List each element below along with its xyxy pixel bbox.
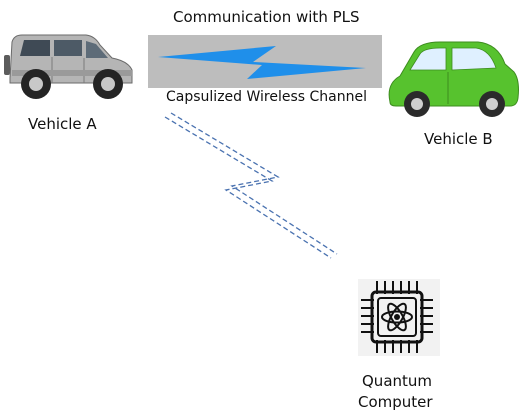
lightning-bolt-icon: [158, 46, 366, 79]
quantum-label-line2: Computer: [358, 393, 433, 411]
top-channel-label: Communication with PLS: [173, 8, 360, 26]
wireless-channel: [148, 35, 382, 88]
channel-box: [148, 35, 382, 88]
bottom-channel-label: Capsulized Wireless Channel: [166, 89, 367, 105]
compact-car-icon: [388, 41, 519, 117]
vehicle-b-label: Vehicle B: [424, 130, 493, 148]
quantum-chip-icon: [358, 279, 440, 356]
suv-car-icon: [4, 34, 133, 99]
dashed-lightning-link-icon: [164, 112, 338, 259]
vehicle-a-label: Vehicle A: [28, 115, 97, 133]
quantum-label-line1: Quantum: [362, 372, 433, 390]
